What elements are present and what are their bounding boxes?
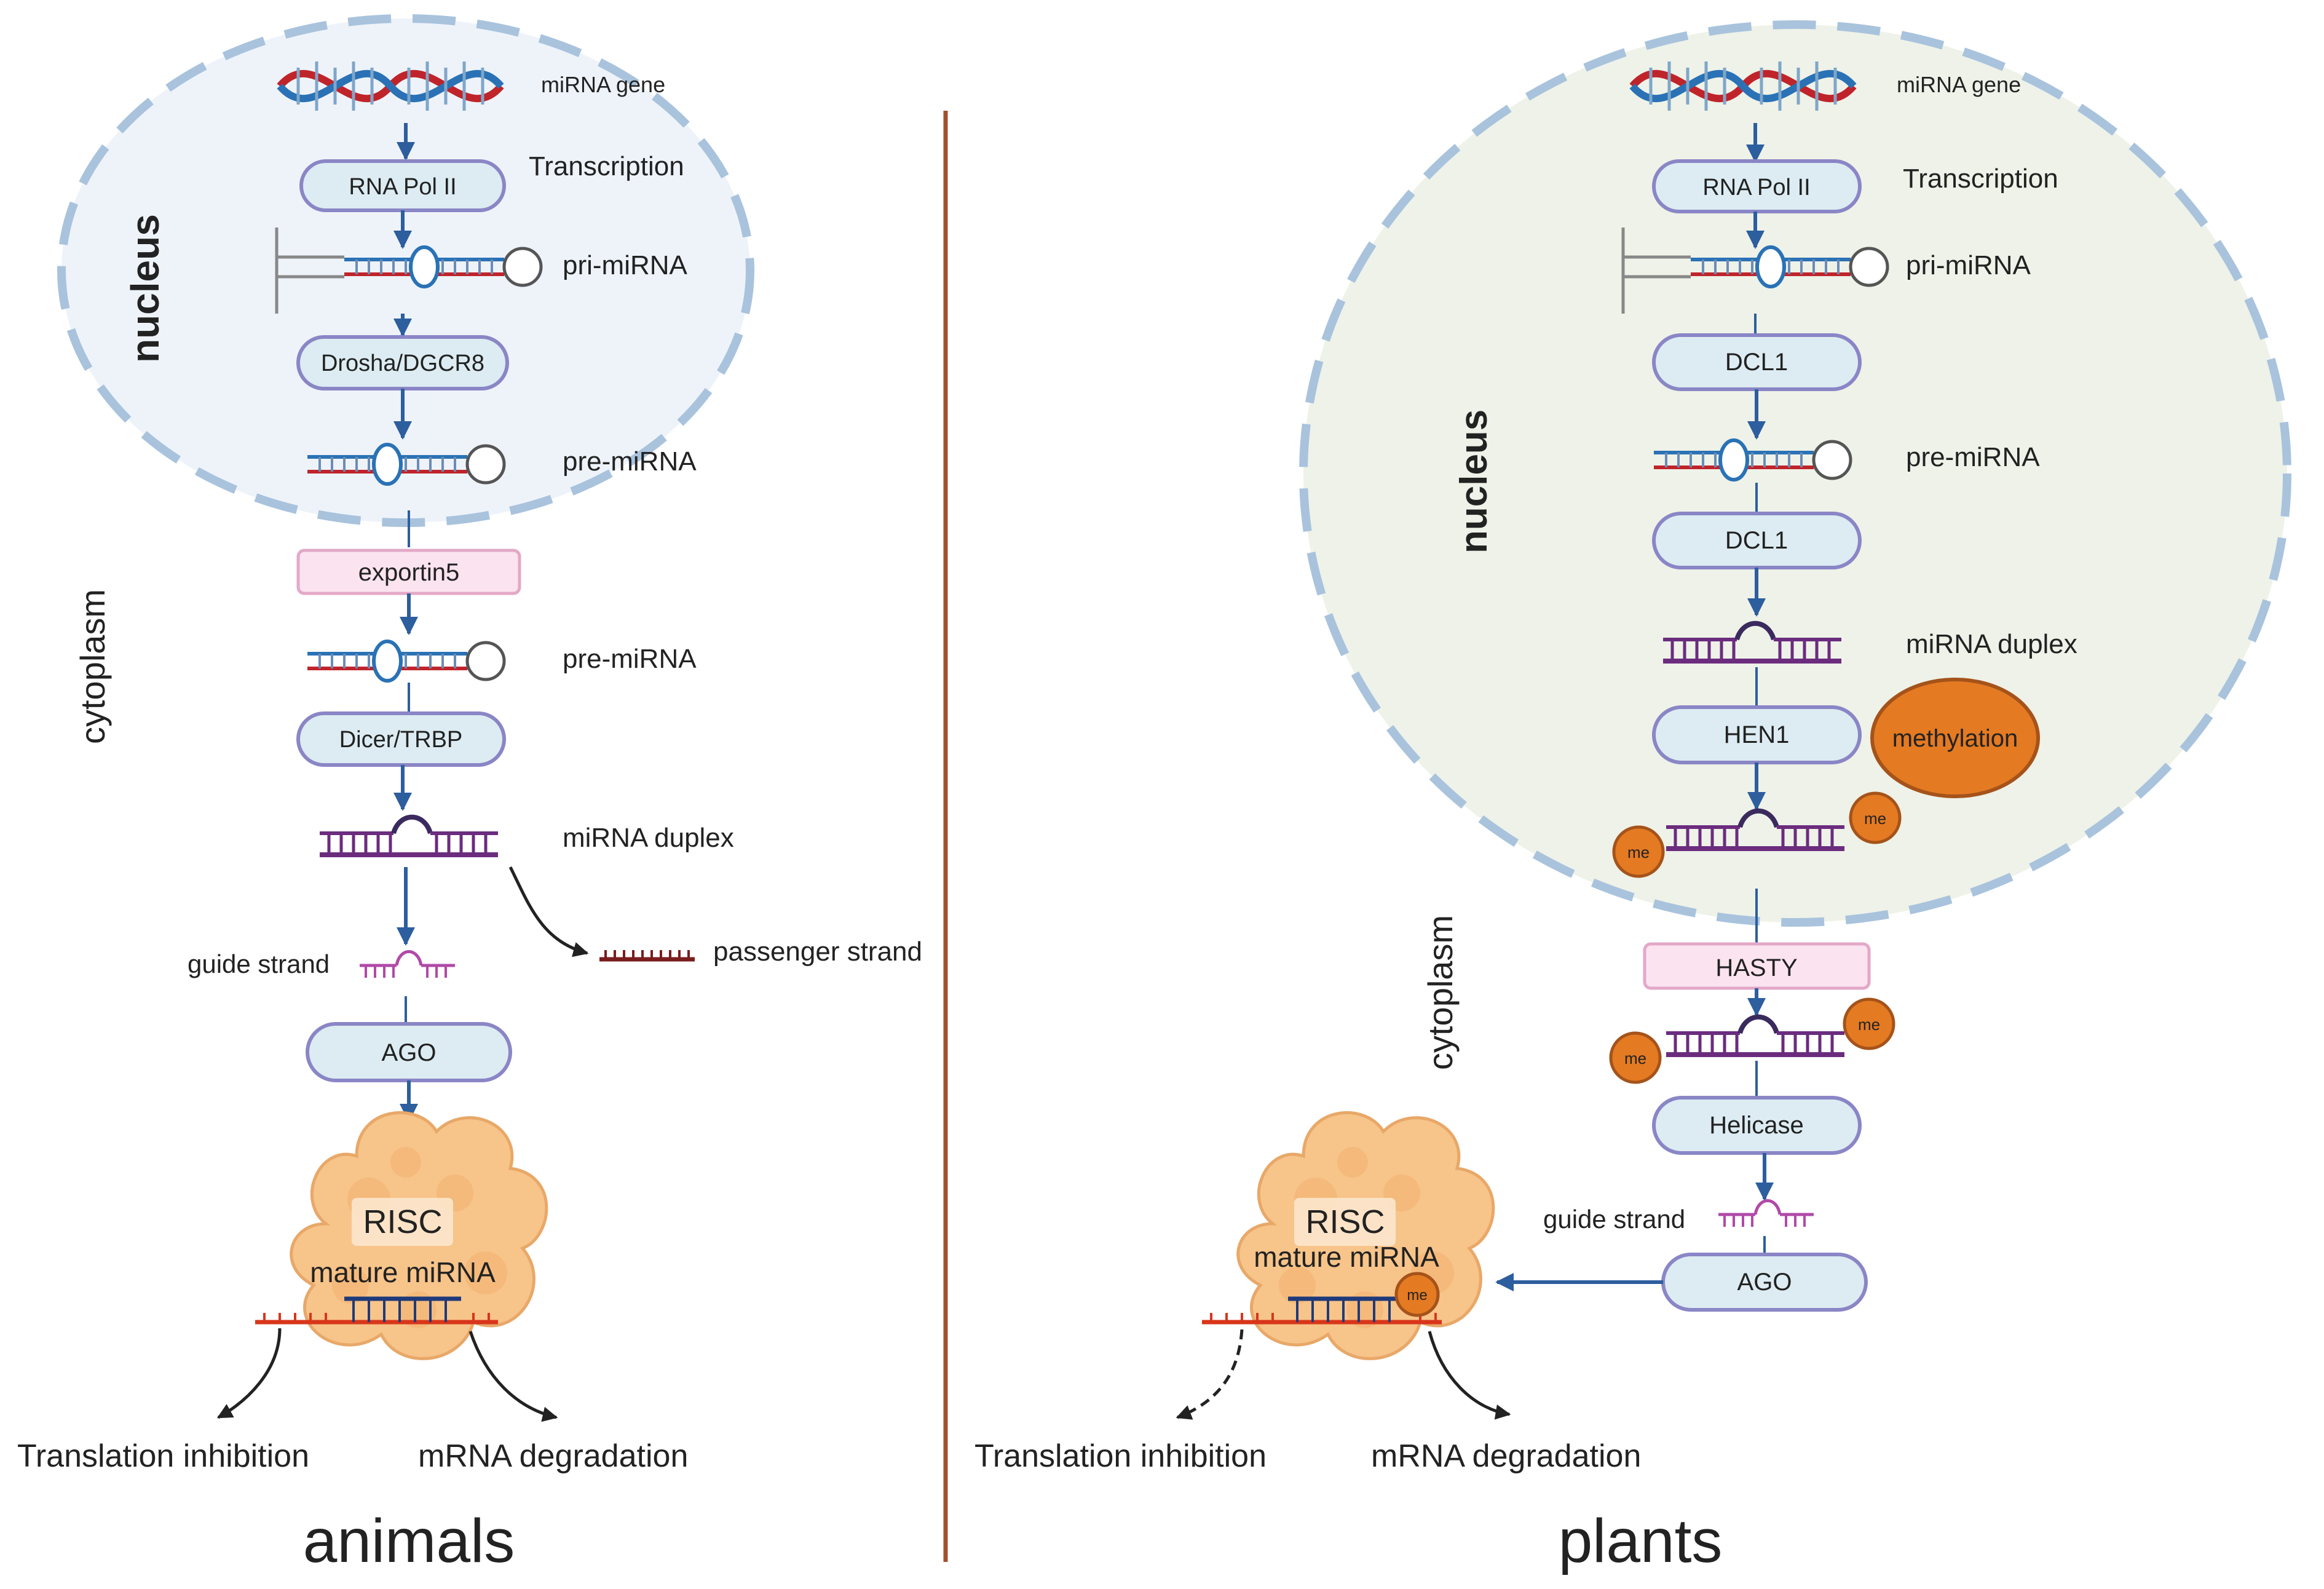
animal-risc-label: RISC <box>363 1203 442 1240</box>
animal-guide-label: guide strand <box>188 949 330 978</box>
svg-text:me: me <box>1858 1015 1880 1034</box>
animal-mrna-target-icon <box>255 1296 498 1325</box>
svg-text:exportin5: exportin5 <box>358 559 460 586</box>
animal-passenger-label: passenger strand <box>713 937 922 967</box>
animal-inhibition-label: Translation inhibition <box>17 1438 309 1474</box>
svg-text:me: me <box>1407 1287 1427 1304</box>
svg-text:Helicase: Helicase <box>1709 1112 1803 1139</box>
plant-me-badge-3: me <box>1609 1031 1662 1084</box>
plant-methylation-badge: methylation <box>1870 678 2040 798</box>
plant-me-badge-2: me <box>1849 791 1902 844</box>
animal-panel-title: animals <box>303 1507 515 1575</box>
svg-text:DCL1: DCL1 <box>1725 349 1788 376</box>
plant-me-badge-1: me <box>1612 825 1665 878</box>
animal-pre-mirna-label-1: pre-miRNA <box>563 446 697 477</box>
plant-mature-label: mature miRNA <box>1254 1241 1439 1273</box>
animal-degradation-label: mRNA degradation <box>418 1438 688 1474</box>
svg-text:me: me <box>1864 809 1886 828</box>
svg-text:methylation: methylation <box>1892 725 2018 752</box>
plant-me-badge-5: me <box>1394 1272 1440 1317</box>
animal-exportin-box: exportin5 <box>296 549 521 595</box>
animal-dicer-box: Dicer/TRBP <box>296 711 506 767</box>
plant-helicase-box: Helicase <box>1652 1096 1862 1155</box>
plant-pri-mirna-icon <box>1621 228 1887 314</box>
svg-text:Dicer/TRBP: Dicer/TRBP <box>339 727 463 753</box>
animal-pri-mirna-label: pri-miRNA <box>563 250 688 280</box>
animal-pre-mirna-icon-2 <box>307 641 504 681</box>
svg-text:HASTY: HASTY <box>1715 954 1797 981</box>
animal-pri-mirna-icon <box>275 228 541 314</box>
plant-panel-title: plants <box>1559 1507 1723 1575</box>
animal-guide-strand-icon <box>360 952 455 978</box>
animal-mature-label: mature miRNA <box>310 1256 496 1288</box>
plant-degradation-label: mRNA degradation <box>1371 1438 1641 1474</box>
animal-pre-mirna-label-2: pre-miRNA <box>563 644 697 674</box>
animals-panel: nucleus miRNA gene Transcription RNA Pol… <box>17 14 922 1575</box>
svg-text:HEN1: HEN1 <box>1724 721 1790 748</box>
animal-rna-pol-box: RNA Pol II <box>299 159 506 212</box>
plants-panel: nucleus miRNA gene Transcription RNA Pol… <box>974 20 2291 1575</box>
plant-guide-strand-icon <box>1718 1201 1814 1227</box>
plant-mrna-target-icon <box>1202 1296 1442 1325</box>
animal-ago-box: AGO <box>306 1022 512 1082</box>
plant-guide-label: guide strand <box>1543 1205 1685 1234</box>
svg-text:me: me <box>1624 1049 1646 1068</box>
plant-pre-mirna-label: pre-miRNA <box>1906 442 2040 472</box>
svg-text:AGO: AGO <box>1737 1269 1792 1296</box>
svg-text:me: me <box>1627 843 1650 862</box>
animal-passenger-strand-icon <box>599 950 695 962</box>
plant-pri-mirna-label: pri-miRNA <box>1906 250 2031 280</box>
plant-inhibition-label: Translation inhibition <box>974 1438 1267 1474</box>
plant-mirna-duplex-icon-2 <box>1666 1017 1844 1055</box>
plant-ago-box: AGO <box>1661 1253 1868 1312</box>
animal-drosha-box: Drosha/DGCR8 <box>296 335 509 390</box>
animal-duplex-label: miRNA duplex <box>563 823 734 853</box>
plant-cytoplasm-label: cytoplasm <box>1421 915 1460 1070</box>
plant-dcl1-box-2: DCL1 <box>1652 512 1862 569</box>
plant-hen1-box: HEN1 <box>1652 705 1862 764</box>
svg-text:AGO: AGO <box>382 1039 437 1066</box>
animal-nucleus-label: nucleus <box>123 214 167 363</box>
svg-text:RNA Pol II: RNA Pol II <box>349 174 456 200</box>
animal-cytoplasm-label: cytoplasm <box>73 589 112 744</box>
animal-transcription-label: Transcription <box>529 151 684 181</box>
svg-text:Drosha/DGCR8: Drosha/DGCR8 <box>321 351 484 376</box>
plant-duplex-label: miRNA duplex <box>1906 629 2077 659</box>
plant-hasty-box: HASTY <box>1643 942 1871 990</box>
plant-transcription-label: Transcription <box>1903 164 2058 194</box>
plant-risc-label: RISC <box>1305 1203 1385 1240</box>
plant-me-badge-4: me <box>1843 997 1895 1050</box>
plant-nucleus-envelope <box>1299 20 2291 927</box>
animal-gene-label: miRNA gene <box>541 72 665 97</box>
svg-text:RNA Pol II: RNA Pol II <box>1702 175 1810 200</box>
plant-rna-pol-box: RNA Pol II <box>1652 159 1862 213</box>
svg-text:DCL1: DCL1 <box>1725 527 1788 554</box>
animal-mirna-duplex-icon <box>320 817 498 855</box>
plant-dcl1-box-1: DCL1 <box>1652 333 1862 391</box>
plant-gene-label: miRNA gene <box>1897 72 2021 97</box>
plant-nucleus-label: nucleus <box>1453 410 1495 553</box>
